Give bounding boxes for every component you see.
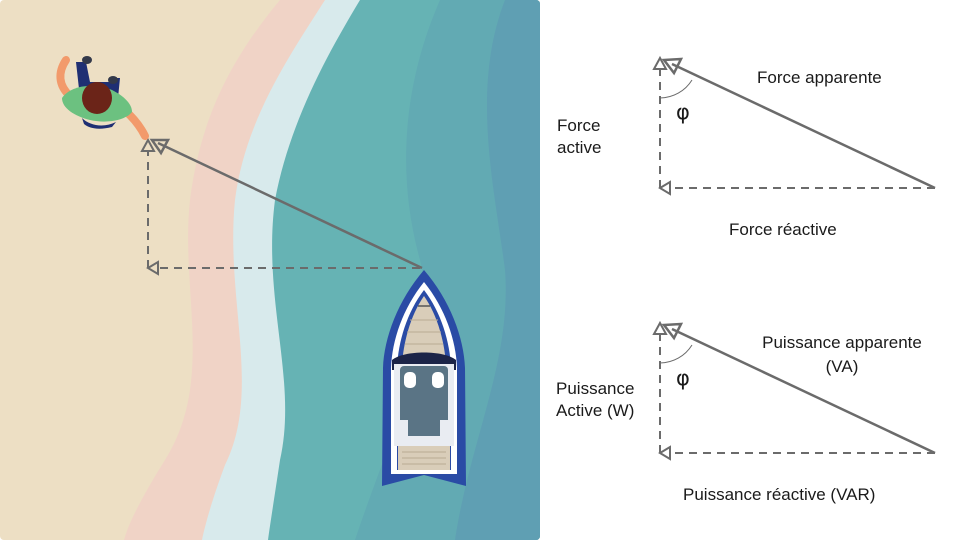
tow-rope-arrow [157, 141, 423, 270]
phi-symbol-2: φ [676, 366, 690, 390]
force-apparente-arrow [671, 62, 936, 190]
deep-water [455, 0, 540, 540]
beach-scene [0, 0, 540, 540]
tow-vertical-arrowhead [140, 137, 156, 152]
puissance-apparente-label-line1: Puissance apparente [762, 333, 922, 352]
force-reactive-arrowhead [658, 180, 671, 196]
puissance-apparente-arrow [671, 327, 936, 455]
phi-arc-2 [659, 344, 693, 364]
person [56, 56, 149, 140]
puissance-apparente-arrowhead [661, 322, 684, 341]
phi-arc-1 [659, 79, 693, 99]
force-active-label-line2: active [557, 138, 602, 157]
force-apparente-arrowhead [661, 57, 684, 76]
boat-seat-right [432, 372, 444, 388]
boat-seat-left [404, 372, 416, 388]
force-apparente-label: Force apparente [757, 68, 882, 87]
tow-horizontal-arrowhead [146, 260, 159, 276]
puissance-apparente-label-line2: (VA) [825, 357, 859, 376]
person-hair [82, 82, 112, 114]
force-active-label-line1: Force [557, 116, 601, 135]
tow-rope-arrowhead [149, 138, 171, 156]
person-shoe-right [108, 76, 118, 84]
force-triangle [652, 55, 936, 196]
boat-console-cut-right [440, 420, 454, 438]
boat [382, 270, 466, 486]
tow-vector [140, 137, 423, 276]
puissance-reactive-label: Puissance réactive (VAR) [683, 485, 876, 504]
force-active-arrowhead [652, 55, 668, 70]
phi-symbol-1: φ [676, 100, 690, 124]
puissance-reactive-arrowhead [658, 445, 671, 461]
person-shoe-left [82, 56, 92, 64]
puissance-active-label-line2: Active (W) [556, 401, 635, 420]
boat-console-cut-left [394, 420, 408, 438]
power-triangle [652, 320, 936, 461]
puissance-active-label-line1: Puissance [556, 379, 635, 398]
puissance-active-arrowhead [652, 320, 668, 335]
force-reactive-label: Force réactive [729, 220, 837, 239]
person-waist [82, 118, 116, 129]
